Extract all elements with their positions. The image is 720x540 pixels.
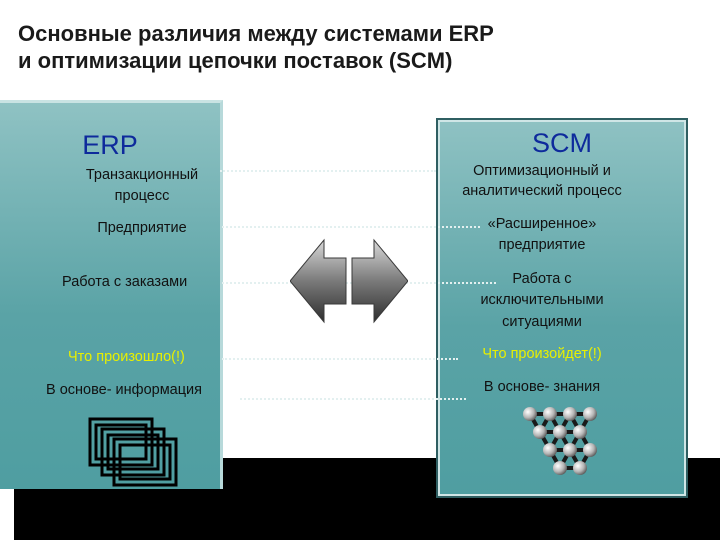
scm-item-optimization-1: Оптимизационный и bbox=[473, 163, 611, 179]
connector-line bbox=[222, 226, 480, 228]
knowledge-network-icon bbox=[523, 407, 597, 475]
erp-item-transaction-1: Транзакционный bbox=[85, 167, 199, 183]
network-node bbox=[553, 461, 567, 475]
erp-panel: ERP Транзакционный процесс Предприятие Р… bbox=[0, 100, 223, 489]
network-node bbox=[583, 407, 597, 421]
connector-line bbox=[222, 358, 458, 360]
network-node bbox=[523, 407, 537, 421]
scm-item-exceptions-2: исключительными bbox=[480, 292, 604, 308]
network-node bbox=[583, 443, 597, 457]
scm-item-exceptions-3: ситуациями bbox=[502, 314, 582, 330]
network-node bbox=[543, 407, 557, 421]
data-frames-icon bbox=[88, 417, 178, 487]
scm-item-extended-2: предприятие bbox=[498, 237, 586, 253]
erp-item-transaction-2: процесс bbox=[114, 188, 170, 204]
connector-line bbox=[220, 170, 436, 172]
network-node bbox=[543, 443, 557, 457]
erp-heading: ERP bbox=[82, 130, 138, 160]
scm-item-extended-1: «Расширенное» bbox=[487, 216, 597, 232]
network-node bbox=[573, 425, 587, 439]
slide-title: Основные различия между системами ERP и … bbox=[18, 20, 618, 74]
network-node bbox=[563, 443, 577, 457]
network-node bbox=[553, 425, 567, 439]
title-line-1: Основные различия между системами ERP bbox=[18, 21, 494, 46]
network-node bbox=[573, 461, 587, 475]
connector-line bbox=[240, 398, 466, 400]
scm-item-what-will-happen: Что произойдет(!) bbox=[482, 346, 602, 362]
erp-item-information: В основе- информация bbox=[46, 382, 203, 398]
scm-item-knowledge: В основе- знания bbox=[483, 379, 601, 395]
network-node bbox=[533, 425, 547, 439]
scm-item-exceptions-1: Работа с bbox=[512, 271, 572, 287]
erp-item-enterprise: Предприятие bbox=[97, 220, 187, 236]
scm-heading: SCM bbox=[532, 128, 592, 158]
erp-item-orders: Работа с заказами bbox=[62, 274, 188, 290]
network-node bbox=[563, 407, 577, 421]
scm-item-optimization-2: аналитический процесс bbox=[462, 183, 622, 199]
title-line-2: и оптимизации цепочки поставок (SCM) bbox=[18, 48, 453, 73]
erp-item-what-happened: Что произошло(!) bbox=[68, 349, 185, 365]
double-arrow-icon bbox=[290, 238, 408, 324]
